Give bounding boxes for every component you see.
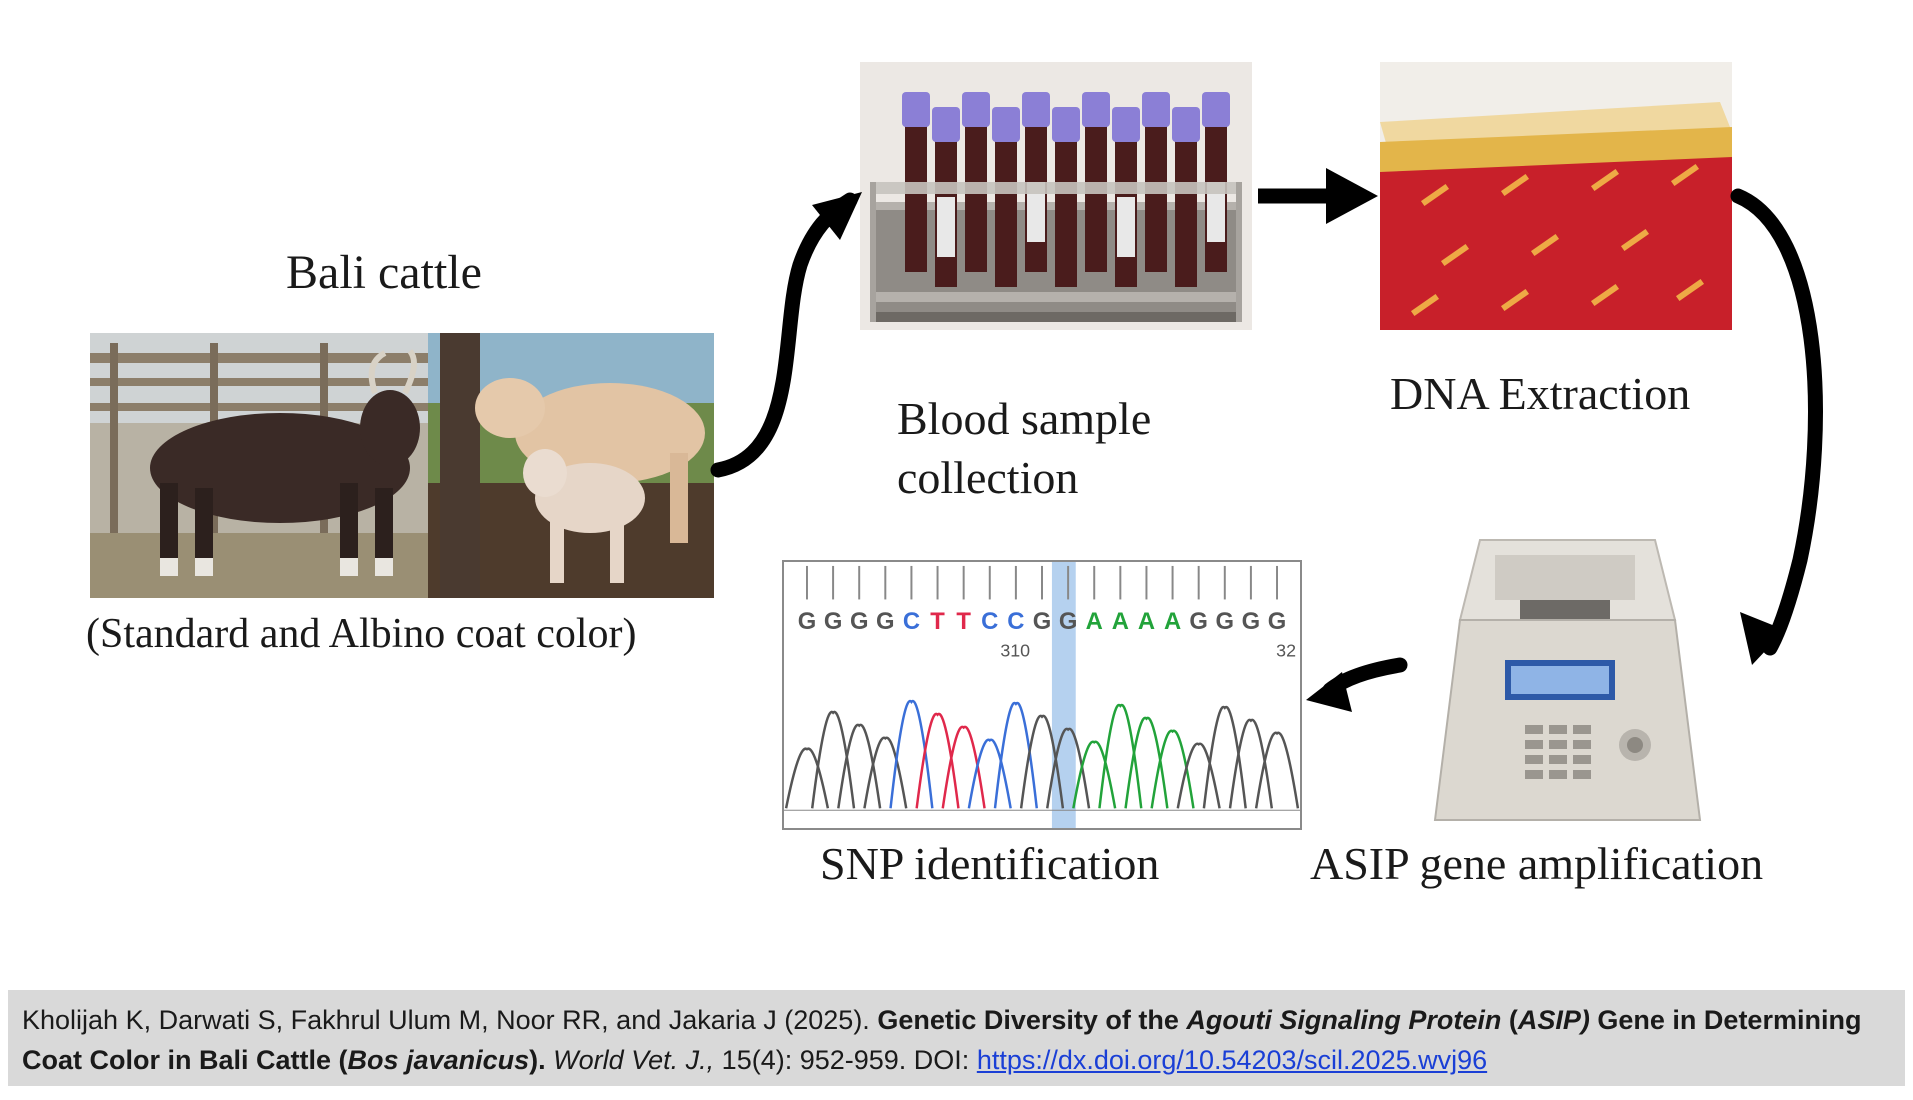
arrowhead-blood-to-dna: [1326, 168, 1378, 224]
chromatogram-base: T: [930, 609, 945, 635]
chromatogram-peak: [1254, 731, 1300, 809]
blood-tube: [995, 137, 1017, 287]
arrow-asip-to-snp: [1322, 657, 1408, 698]
blood-tube: [905, 122, 927, 272]
dna-extraction-label: DNA Extraction: [1390, 368, 1691, 419]
blood-tube-label: [1207, 182, 1225, 242]
snp-identification-label: SNP identification: [820, 838, 1160, 889]
chromatogram-base: G: [850, 609, 869, 635]
chromatogram-peak: [863, 736, 908, 809]
blood-tube-cap: [1202, 92, 1230, 127]
citation-doi-link[interactable]: https://dx.doi.org/10.54203/scil.2025.wv…: [976, 1045, 1488, 1075]
blood-tube: [965, 122, 987, 272]
chromatogram-base: G: [824, 609, 843, 635]
bali-cattle-photo: [90, 333, 714, 598]
chromatogram-peak: [1176, 742, 1221, 809]
blood-tube-cap: [932, 107, 960, 142]
blood-tube-cap: [1142, 92, 1170, 127]
chromatogram-base: A: [1138, 609, 1155, 635]
blood-tube-cap: [962, 92, 990, 127]
chromatogram-base: C: [903, 609, 920, 635]
chromatogram-base: G: [1189, 609, 1208, 635]
chromatogram-position-310: 310: [1000, 641, 1030, 661]
blood-sample-label-line1: Blood sample: [897, 393, 1152, 444]
chromatogram-base: C: [981, 609, 998, 635]
chromatogram-peak: [810, 710, 856, 809]
chromatogram-peak: [967, 738, 1012, 809]
chromatogram-base: G: [876, 609, 895, 635]
blood-tube-cap: [1172, 107, 1200, 142]
blood-tube-cap: [1052, 107, 1080, 142]
blood-sample-photo: [860, 62, 1252, 330]
arrowhead-asip-to-snp: [1306, 672, 1352, 712]
arrowhead-cattle-to-blood: [812, 192, 862, 240]
arrow-cattle-to-blood: [710, 192, 858, 478]
chromatogram-peak: [889, 699, 934, 809]
chromatogram-base: G: [1242, 609, 1261, 635]
chromatogram-base: G: [1033, 609, 1052, 635]
chromatogram-base: A: [1086, 609, 1103, 635]
citation-authors: Kholijah K, Darwati S, Fakhrul Ulum M, N…: [22, 1005, 878, 1035]
chromatogram-peak: [915, 712, 960, 809]
citation-journal: World Vet. J.,: [553, 1045, 715, 1075]
chromatogram-base: G: [798, 609, 817, 635]
chromatogram-base: G: [1268, 609, 1287, 635]
chromatogram-base: A: [1164, 609, 1181, 635]
blood-tube: [1085, 122, 1107, 272]
chromatogram-base: A: [1112, 609, 1129, 635]
blood-tube: [1145, 122, 1167, 272]
thermal-cycler-photo: [1425, 530, 1707, 830]
chromatogram-base: C: [1007, 609, 1024, 635]
arrow-dna-to-asip: [1730, 188, 1823, 656]
blood-tube-label: [1027, 182, 1045, 242]
chromatogram-base: G: [1216, 609, 1235, 635]
chromatogram-peak: [1098, 703, 1143, 809]
blood-tube-label: [937, 197, 955, 257]
arrowhead-dna-to-asip: [1740, 612, 1785, 665]
blood-tube-cap: [1022, 92, 1050, 127]
asip-amplification-label: ASIP gene amplification: [1310, 838, 1764, 889]
blood-tube-cap: [1112, 107, 1140, 142]
citation-box: Kholijah K, Darwati S, Fakhrul Ulum M, N…: [8, 990, 1905, 1086]
citation-title: Genetic Diversity of the Agouti Signalin…: [22, 1005, 1862, 1075]
chromatogram-peak: [784, 747, 830, 809]
blood-tube-label: [1117, 197, 1135, 257]
chromatogram-position-32: 32: [1276, 641, 1296, 661]
chromatogram-peak: [1072, 740, 1117, 809]
chromatogram-base: G: [1059, 609, 1078, 635]
blood-tube-cap: [902, 92, 930, 127]
blood-sample-label-line2: collection: [897, 452, 1079, 503]
chromatogram-peak: [993, 701, 1039, 809]
dna-extraction-kit-photo: [1380, 62, 1732, 330]
chromatogram-peak: [1124, 716, 1169, 809]
blood-tube: [1175, 137, 1197, 287]
blood-tube-cap: [992, 107, 1020, 142]
chromatogram-peak: [1202, 705, 1247, 809]
chromatogram-peak: [1228, 718, 1274, 809]
chromatogram-base: T: [956, 609, 971, 635]
blood-tube-cap: [1082, 92, 1110, 127]
citation-details: 15(4): 952-959. DOI:: [714, 1045, 977, 1075]
coat-color-label: (Standard and Albino coat color): [86, 611, 637, 657]
bali-cattle-label: Bali cattle: [286, 246, 482, 299]
blood-tube: [1055, 137, 1077, 287]
